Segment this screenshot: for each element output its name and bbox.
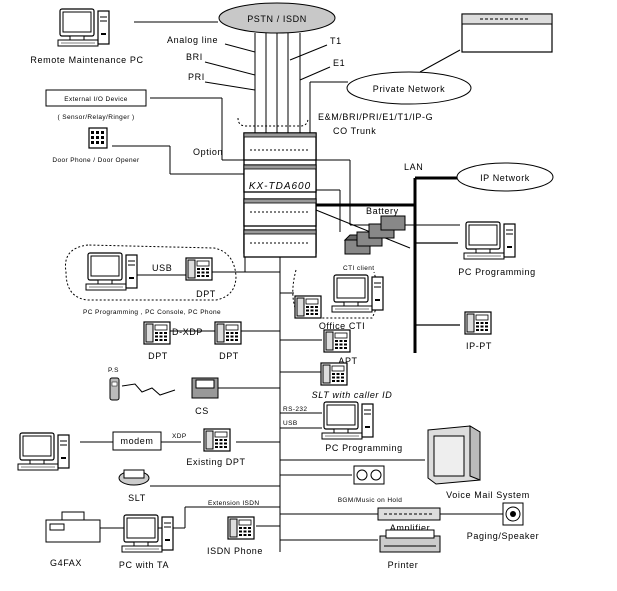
svg-text:IP Network: IP Network: [480, 173, 530, 183]
portable-station-icon: [109, 377, 120, 401]
co-trunk-label: CO Trunk: [333, 126, 376, 136]
bgm-label: BGM/Music on Hold: [338, 497, 403, 504]
svg-text:External I/O Device: External I/O Device: [64, 96, 128, 103]
analog-line-label: Analog line: [167, 35, 218, 45]
speaker-icon: [502, 502, 524, 526]
pstn-isdn-cloud: PSTN / ISDN: [218, 2, 336, 34]
option-label: Option: [193, 147, 223, 157]
pbx-model-label: KX-TDA600: [249, 181, 311, 192]
pc-with-ta-label: PC with TA: [119, 560, 169, 570]
remote-maintenance-pc-icon: [57, 8, 110, 47]
pri-label: PRI: [188, 72, 205, 82]
cti-client-pc-icon: [331, 274, 384, 313]
pbx-main-unit: [243, 132, 317, 258]
dpt-usb-label: DPT: [196, 289, 216, 299]
printer-label: Printer: [388, 560, 419, 570]
t1-label: T1: [330, 36, 342, 46]
g4fax-icon: [45, 511, 101, 543]
sensor-relay-label: ( Sensor/Relay/Ringer ): [57, 114, 134, 121]
battery-icon: [343, 215, 406, 255]
connection-lines: [112, 21, 461, 249]
cs-label: CS: [195, 406, 209, 416]
lan-label: LAN: [404, 162, 423, 172]
apt-icon: [323, 329, 351, 353]
pc-with-ta-icon: [121, 514, 174, 553]
office-cti-label: Office CTI: [319, 321, 365, 331]
usb-group-outline: [64, 244, 237, 301]
existing-dpt-label: Existing DPT: [186, 457, 245, 467]
slt-caller-id-label: SLT with caller ID: [312, 390, 393, 400]
dxdp-label: D-XDP: [172, 327, 203, 337]
pc-programming-lower-label: PC Programming: [325, 443, 402, 453]
pc-programming-lower-icon: [321, 401, 374, 440]
slt-icon: [118, 469, 150, 486]
e1-pointer: [299, 66, 331, 81]
remote-maintenance-pc-label: Remote Maintenance PC: [30, 55, 143, 65]
pc-programming-lan-label: PC Programming: [458, 267, 535, 277]
slt-label: SLT: [128, 493, 146, 503]
extension-bus: [80, 248, 503, 552]
private-network-cloud: Private Network: [346, 71, 472, 105]
analog-line-pointer: [224, 43, 256, 53]
cell-station-icon: [191, 377, 219, 399]
slt-caller-id-icon: [320, 362, 348, 386]
voice-mail-label: Voice Mail System: [446, 490, 530, 500]
dpt-right-label: DPT: [219, 351, 239, 361]
pc-programming-console-label: PC Programming , PC Console, PC Phone: [83, 309, 221, 316]
bri-pointer: [204, 61, 256, 76]
amplifier-icon: [377, 507, 441, 521]
svg-text:Private Network: Private Network: [373, 84, 446, 94]
cti-client-label: CTI client: [343, 265, 374, 272]
ip-network-cloud: IP Network: [456, 162, 554, 192]
extension-isdn-label: Extension ISDN: [208, 500, 259, 507]
dpt-left-label: DPT: [148, 351, 168, 361]
t1-pointer: [289, 44, 328, 61]
office-cti-phone-icon: [294, 295, 322, 319]
dpt-usb-icon: [185, 257, 213, 281]
voice-mail-system-icon: [427, 425, 481, 485]
pri-pointer: [204, 81, 256, 91]
amplifier-label: Amplifier: [390, 523, 430, 533]
bri-label: BRI: [186, 52, 203, 62]
door-phone-label: Door Phone / Door Opener: [52, 157, 140, 164]
battery-label: Battery: [366, 206, 399, 216]
g4fax-label: G4FAX: [50, 558, 82, 568]
door-phone-icon: [88, 127, 108, 149]
usb-label: USB: [152, 263, 172, 273]
external-io-device: External I/O Device: [45, 89, 147, 107]
ip-pt-icon: [464, 311, 492, 335]
usb-pc-icon: [85, 252, 138, 291]
dpt-left-icon: [143, 321, 171, 345]
usb2-label: USB: [283, 420, 298, 427]
printer-icon: [379, 529, 441, 553]
paging-speaker-label: Paging/Speaker: [467, 531, 539, 541]
modem-pc-icon: [17, 432, 70, 471]
isdn-phone-label: ISDN Phone: [207, 546, 263, 556]
co-trunk-bracket: [237, 117, 309, 127]
modem-box: modem: [112, 431, 162, 451]
ps-label: P.S: [108, 367, 119, 374]
existing-dpt-icon: [203, 428, 231, 452]
svg-text:modem: modem: [120, 436, 153, 446]
dpt-right-icon: [214, 321, 242, 345]
e1-label: E1: [333, 58, 345, 68]
wireless-link: [121, 383, 176, 396]
lan-bus: [316, 176, 460, 353]
bgm-radio-icon: [353, 465, 385, 485]
pc-programming-lan-icon: [463, 221, 516, 260]
xdp-label: XDP: [172, 433, 187, 440]
trunk-types-label: E&M/BRI/PRI/E1/T1/IP-G: [318, 112, 433, 122]
apt-label: APT: [338, 356, 357, 366]
svg-text:PSTN / ISDN: PSTN / ISDN: [247, 14, 307, 24]
remote-pbx-icon: [461, 13, 553, 53]
ip-pt-label: IP-PT: [466, 341, 492, 351]
rs232-label: RS-232: [283, 406, 307, 413]
isdn-phone-icon: [227, 516, 255, 540]
